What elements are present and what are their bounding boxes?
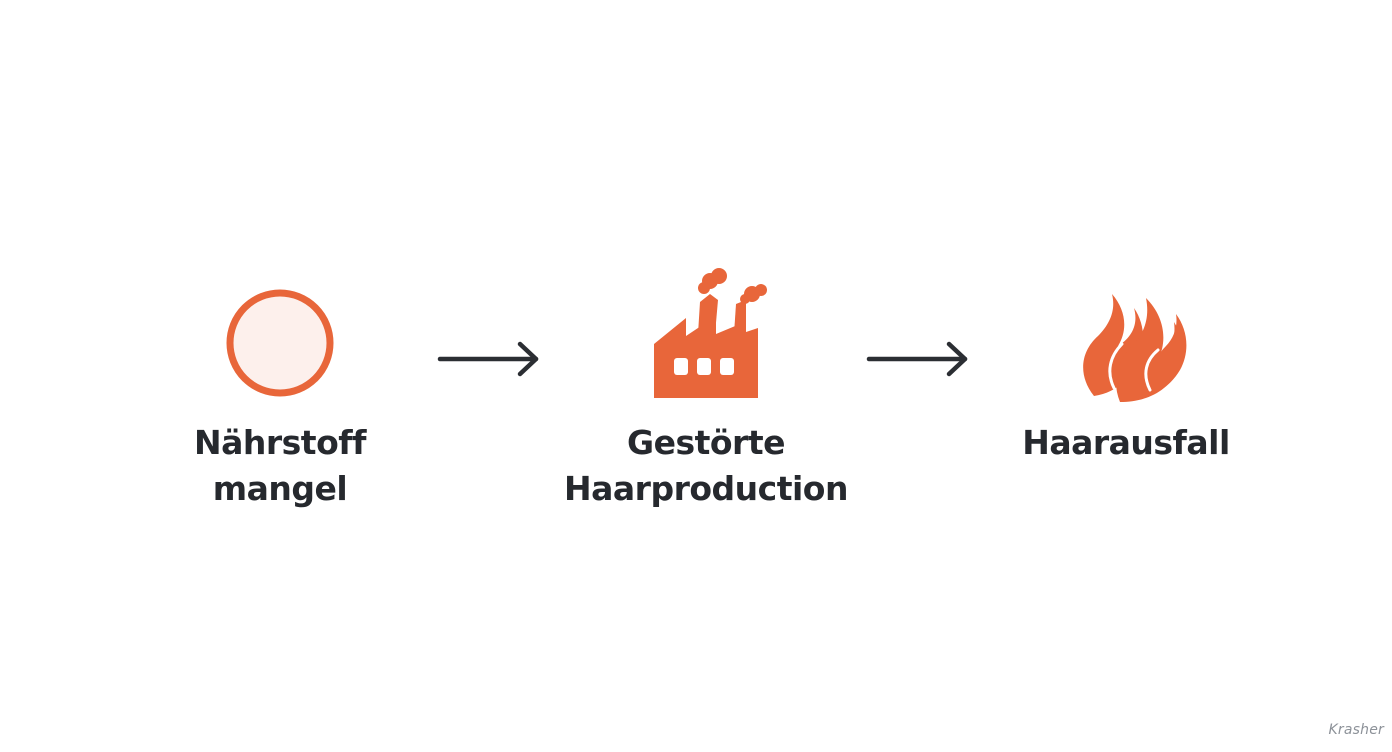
factory-icon <box>654 268 767 398</box>
step-label-disrupted-hair-production: Gestörte Haarproduction <box>564 423 848 508</box>
watermark: Krasher <box>1328 722 1384 738</box>
step-label-nutrient-deficiency: Nährstoff mangel <box>194 423 366 508</box>
arrow-right-icon <box>866 341 968 377</box>
arrow-right-icon <box>437 341 539 377</box>
step-label-hair-loss: Haarausfall <box>1022 423 1230 462</box>
flame-icon <box>1083 294 1187 402</box>
circle-icon <box>226 289 334 397</box>
